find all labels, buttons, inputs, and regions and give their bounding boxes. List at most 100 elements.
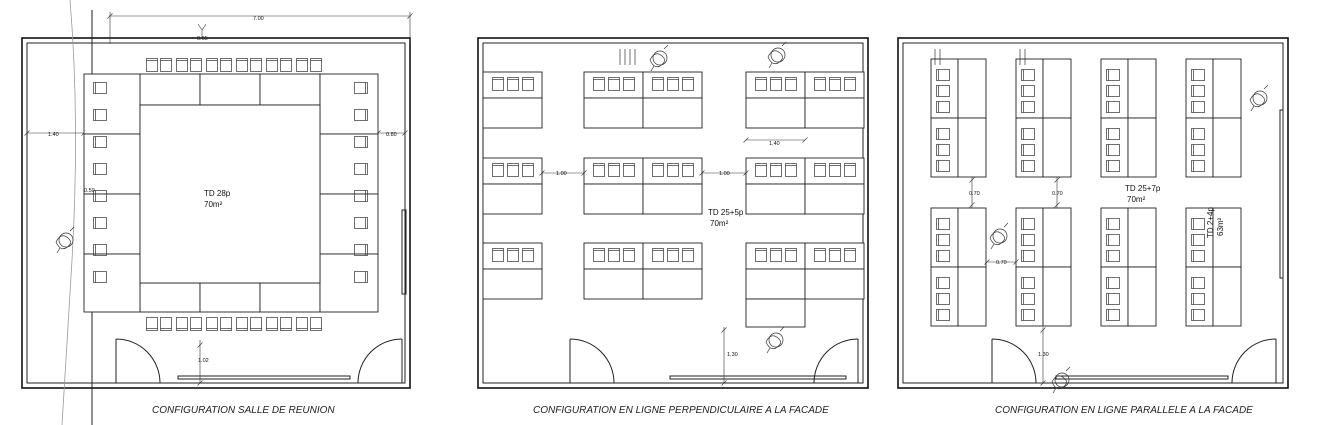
chair <box>250 58 262 72</box>
chair-seat <box>1106 69 1120 81</box>
desk <box>1127 117 1157 178</box>
desk <box>804 183 865 215</box>
chair <box>160 58 172 72</box>
desk <box>957 117 987 178</box>
desk <box>482 268 543 300</box>
chair <box>492 248 504 262</box>
chair <box>1021 85 1035 97</box>
chair <box>1191 234 1205 246</box>
desk-block <box>1015 207 1072 327</box>
chair <box>829 248 841 262</box>
chair-seat <box>492 248 504 262</box>
chair <box>522 248 534 262</box>
chair <box>936 160 950 172</box>
chair-seat <box>266 317 278 331</box>
dim-plan1-bottom: 1.02 <box>198 358 209 364</box>
chair-seat <box>206 317 218 331</box>
chair-seat <box>1106 234 1120 246</box>
dim-tick <box>1013 259 1019 265</box>
chair <box>507 163 519 177</box>
chair-seat <box>1106 218 1120 230</box>
chair <box>829 77 841 91</box>
chair-seat <box>1191 218 1205 230</box>
dim-tick <box>969 202 975 208</box>
chair <box>206 317 218 331</box>
chair <box>623 248 635 262</box>
door-swing <box>991 338 1037 384</box>
chair <box>785 163 797 177</box>
chair-seat <box>1191 293 1205 305</box>
chair <box>667 163 679 177</box>
chair <box>507 77 519 91</box>
person-figure <box>1051 366 1071 394</box>
person-head <box>768 332 784 348</box>
desk-block <box>583 242 703 300</box>
chair <box>755 163 767 177</box>
chair-seat <box>814 77 826 91</box>
dim-tick <box>1040 327 1046 333</box>
chair <box>1191 69 1205 81</box>
chair <box>522 77 534 91</box>
chair <box>1021 250 1035 262</box>
chair-seat <box>1191 128 1205 140</box>
chair <box>1106 277 1120 289</box>
chair-seat <box>785 77 797 91</box>
caption-parallel: CONFIGURATION EN LIGNE PARALLELE A LA FA… <box>995 405 1253 416</box>
chair-seat <box>844 163 856 177</box>
chair-seat <box>1021 234 1035 246</box>
desk <box>1212 266 1242 327</box>
chair <box>354 190 368 202</box>
table <box>83 193 141 255</box>
chair-seat <box>250 317 262 331</box>
chair <box>593 77 605 91</box>
chair-seat <box>1021 218 1035 230</box>
chair-seat <box>770 248 782 262</box>
chair-seat <box>936 144 950 156</box>
chair-seat <box>936 101 950 113</box>
dim-tick <box>984 259 990 265</box>
chair <box>755 248 767 262</box>
person-figure <box>649 44 669 72</box>
desk <box>1185 207 1214 268</box>
table <box>319 253 379 313</box>
facade-bar <box>177 375 351 380</box>
dim-tick <box>539 170 545 176</box>
person-body <box>649 53 665 68</box>
dim-plan3-bottom: 1.30 <box>1038 352 1049 358</box>
person-arm <box>766 326 785 354</box>
chair-seat <box>1106 160 1120 172</box>
chair <box>814 248 826 262</box>
chair <box>93 217 107 229</box>
chair-seat <box>936 128 950 140</box>
chair <box>682 163 694 177</box>
chair-seat <box>652 248 664 262</box>
chair-seat <box>176 317 188 331</box>
door-arc <box>569 338 615 384</box>
chair-seat <box>608 163 620 177</box>
chair <box>1106 69 1120 81</box>
chair <box>755 77 767 91</box>
chair <box>354 163 368 175</box>
plan-perpendicular <box>477 37 869 389</box>
table <box>83 133 141 195</box>
door-arc <box>813 338 859 384</box>
chair-seat <box>1191 309 1205 321</box>
desk <box>1127 207 1157 268</box>
chair-seat <box>310 58 322 72</box>
chair <box>1021 69 1035 81</box>
table <box>259 73 321 106</box>
chair <box>1021 144 1035 156</box>
chair <box>936 293 950 305</box>
chair <box>296 58 308 72</box>
chair-seat <box>310 317 322 331</box>
chair <box>1106 128 1120 140</box>
door-swing <box>115 338 161 384</box>
chair-seat <box>354 109 368 121</box>
chair <box>93 190 107 202</box>
person-body <box>1051 375 1067 390</box>
chair-seat <box>785 163 797 177</box>
chair-seat <box>1106 277 1120 289</box>
person-body <box>765 335 781 350</box>
chair-seat <box>1021 160 1035 172</box>
chair <box>93 271 107 283</box>
